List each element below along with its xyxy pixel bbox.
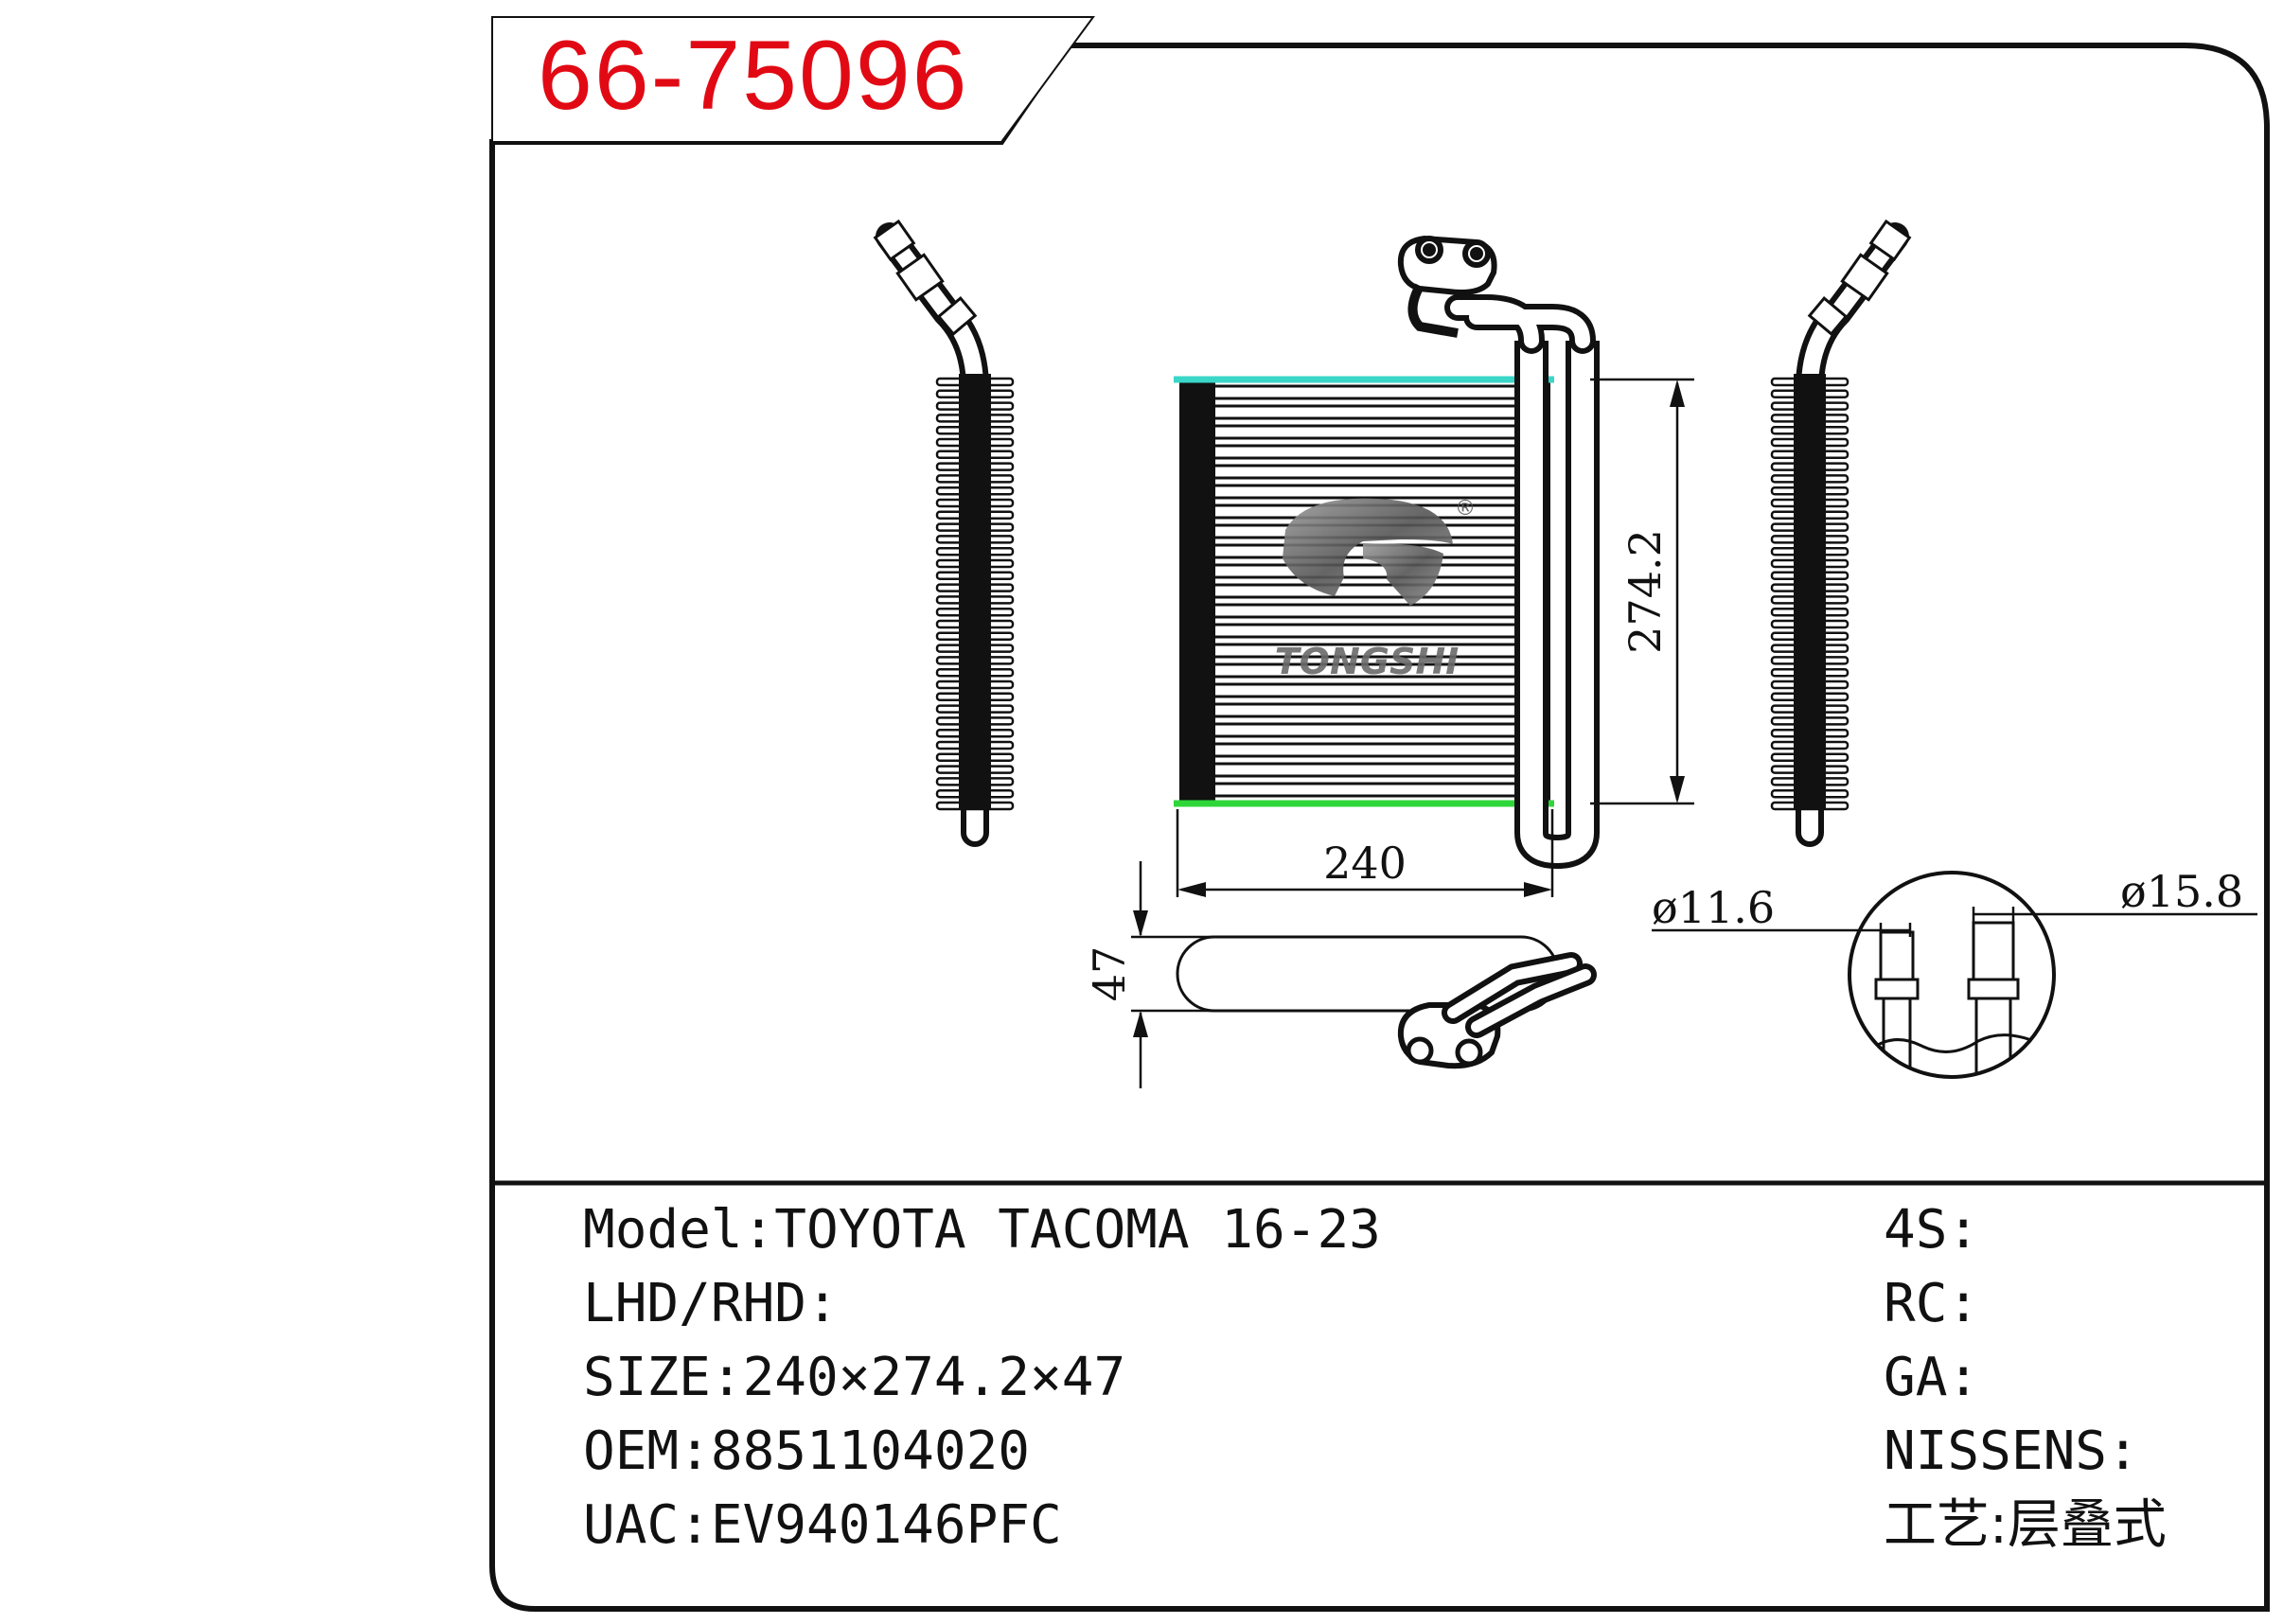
width-dimension xyxy=(1176,809,1554,897)
width-label: 240 xyxy=(1323,838,1407,889)
logo-brand-text: TONGSHI xyxy=(1275,641,1460,682)
spec-4s: 4S: xyxy=(1884,1199,1980,1261)
front-tube xyxy=(1181,702,1549,718)
front-tube xyxy=(1181,742,1549,758)
pipe-large-label: ø15.8 xyxy=(2120,866,2243,917)
front-tube xyxy=(1181,563,1549,579)
front-tube xyxy=(1181,484,1549,500)
front-tube xyxy=(1181,722,1549,738)
spec-rc: RC: xyxy=(1884,1273,1980,1334)
bottom-view xyxy=(1176,935,1597,1069)
front-tube xyxy=(1181,682,1549,698)
spec-uac: UAC:EV940146PFC xyxy=(583,1494,1062,1556)
spec-oem: OEM:8851104020 xyxy=(583,1421,1031,1482)
pipe-detail: ø11.6 ø15.8 xyxy=(1652,866,2257,1079)
part-number-tab xyxy=(491,16,1095,143)
front-tube xyxy=(1181,603,1549,619)
spec-nissens: NISSENS: xyxy=(1884,1421,2139,1482)
front-view: TONGSHI ® 274.2 240 xyxy=(1174,235,1694,897)
right-side-view xyxy=(1770,219,1912,847)
part-number: 66-75096 xyxy=(538,21,969,131)
tongshi-logo: TONGSHI ® xyxy=(1275,497,1476,682)
depth-dimension xyxy=(1131,861,1221,1088)
front-tube xyxy=(1181,782,1549,798)
height-dimension xyxy=(1590,378,1694,805)
spec-process: 工艺:层叠式 xyxy=(1884,1494,2167,1556)
spec-model: Model:TOYOTA TACOMA 16-23 xyxy=(583,1199,1381,1261)
height-label: 274.2 xyxy=(1619,529,1671,654)
depth-label: 47 xyxy=(1084,946,1135,1002)
front-tube xyxy=(1181,444,1549,460)
spec-ga: GA: xyxy=(1884,1347,1980,1408)
front-tube xyxy=(1181,384,1549,400)
registered-mark: ® xyxy=(1455,497,1476,521)
front-tube xyxy=(1181,464,1549,480)
pipe-small-label: ø11.6 xyxy=(1652,882,1775,933)
sheet-frame xyxy=(489,43,2270,1612)
front-tube xyxy=(1181,762,1549,778)
spec-lhd-rhd: LHD/RHD: xyxy=(583,1273,839,1334)
front-fins xyxy=(1181,384,1549,798)
fitting-block xyxy=(1397,235,1497,338)
front-tube xyxy=(1181,404,1549,420)
spec-size: SIZE:240×274.2×47 xyxy=(583,1347,1126,1408)
left-side-view xyxy=(873,219,1015,847)
front-tube xyxy=(1181,424,1549,440)
front-tube xyxy=(1181,623,1549,639)
front-tube xyxy=(1181,583,1549,599)
